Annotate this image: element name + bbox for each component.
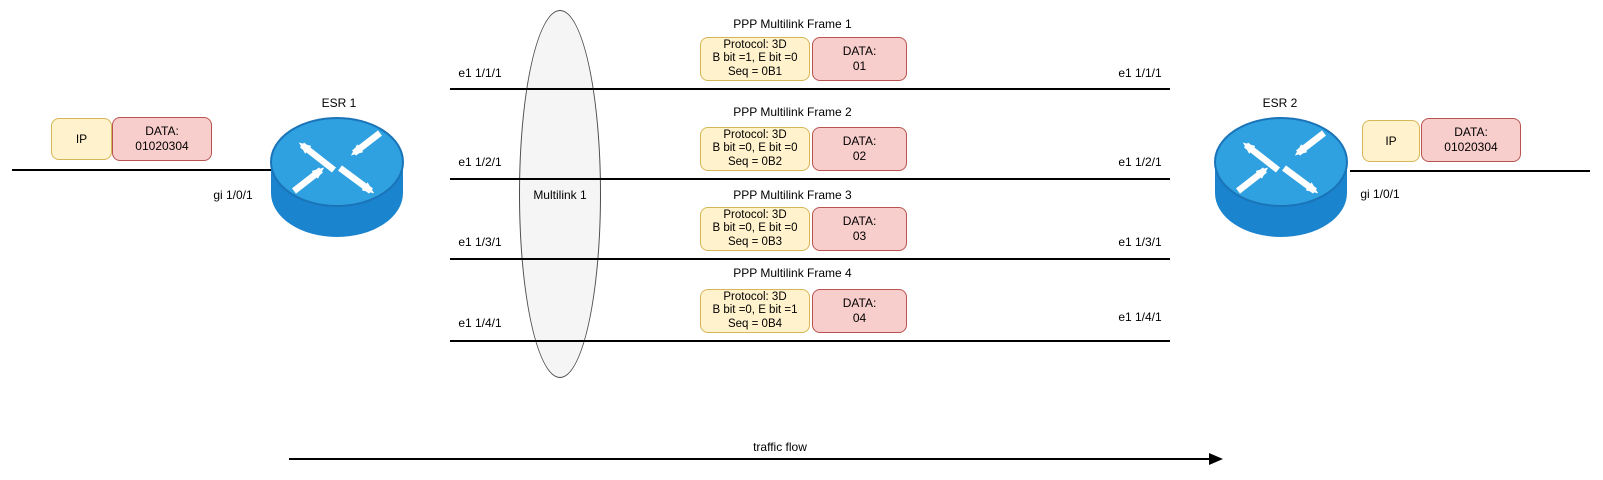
frame1-proto-line2: B bit =1, E bit =0 xyxy=(712,52,798,65)
frame3-proto-line2: B bit =0, E bit =0 xyxy=(712,222,798,235)
esr2-label: ESR 2 xyxy=(1262,96,1298,110)
right-port-label-4: e1 1/4/1 xyxy=(1118,310,1162,324)
frame2-data-line2: 02 xyxy=(852,149,867,163)
frame-title-4: PPP Multilink Frame 4 xyxy=(733,266,852,280)
right-access-line xyxy=(1350,170,1590,172)
frame-protocol-box-4: Protocol: 3D B bit =0, E bit =1 Seq = 0B… xyxy=(700,289,810,333)
right-ip-data-line1: DATA: xyxy=(1454,125,1488,139)
frame2-proto-line2: B bit =0, E bit =0 xyxy=(712,142,798,155)
frame-protocol-box-2: Protocol: 3D B bit =0, E bit =0 Seq = 0B… xyxy=(700,127,810,171)
left-access-line xyxy=(12,169,272,171)
frame3-data-line2: 03 xyxy=(852,229,867,243)
left-ip-data-line2: 01020304 xyxy=(135,139,189,153)
frame4-data-line2: 04 xyxy=(852,311,867,325)
frame2-data-line1: DATA: xyxy=(842,134,877,148)
frame1-data-line2: 01 xyxy=(852,59,867,73)
frame-title-3: PPP Multilink Frame 3 xyxy=(733,188,852,202)
left-ip-header-box: IP xyxy=(51,118,112,160)
left-port-label-2: e1 1/2/1 xyxy=(458,155,502,169)
left-ip-data-line1: DATA: xyxy=(145,124,179,138)
right-ip-header-label: IP xyxy=(1385,133,1397,148)
right-port-label-1: e1 1/1/1 xyxy=(1118,66,1162,80)
frame1-data-line1: DATA: xyxy=(842,44,877,58)
traffic-flow-arrowhead-icon xyxy=(1209,453,1223,465)
frame4-proto-line1: Protocol: 3D xyxy=(723,290,787,303)
router-icon-esr1 xyxy=(270,117,404,237)
frame4-proto-line3: Seq = 0B4 xyxy=(727,317,783,330)
left-port-label-4: e1 1/4/1 xyxy=(458,316,502,330)
frame-data-box-2: DATA: 02 xyxy=(812,127,907,171)
right-port-label-2: e1 1/2/1 xyxy=(1118,155,1162,169)
member-link-line-4 xyxy=(450,340,1170,342)
frame4-data-line1: DATA: xyxy=(842,296,877,310)
frame-protocol-box-1: Protocol: 3D B bit =1, E bit =0 Seq = 0B… xyxy=(700,37,810,81)
esr1-label: ESR 1 xyxy=(321,96,357,110)
multilink-bundle-ellipse xyxy=(519,10,601,378)
member-link-line-1 xyxy=(450,88,1170,90)
right-port-label-3: e1 1/3/1 xyxy=(1118,235,1162,249)
left-port-label-3: e1 1/3/1 xyxy=(458,235,502,249)
frame-data-box-3: DATA: 03 xyxy=(812,207,907,251)
right-gi-interface-label: gi 1/0/1 xyxy=(1360,187,1400,201)
frame1-proto-line3: Seq = 0B1 xyxy=(727,65,783,78)
frame-title-1: PPP Multilink Frame 1 xyxy=(733,17,852,31)
frame-protocol-box-3: Protocol: 3D B bit =0, E bit =0 Seq = 0B… xyxy=(700,207,810,251)
right-ip-data-box: DATA: 01020304 xyxy=(1421,118,1521,162)
traffic-flow-line xyxy=(289,458,1210,460)
router-icon-esr2 xyxy=(1214,117,1348,237)
frame1-proto-line1: Protocol: 3D xyxy=(723,38,787,51)
frame2-proto-line1: Protocol: 3D xyxy=(723,128,787,141)
frame3-data-line1: DATA: xyxy=(842,214,877,228)
frame-title-2: PPP Multilink Frame 2 xyxy=(733,105,852,119)
member-link-line-2 xyxy=(450,178,1170,180)
right-ip-data-line2: 01020304 xyxy=(1444,140,1498,154)
frame4-proto-line2: B bit =0, E bit =1 xyxy=(712,304,798,317)
left-ip-header-label: IP xyxy=(75,131,88,146)
frame3-proto-line1: Protocol: 3D xyxy=(723,208,787,221)
left-port-label-1: e1 1/1/1 xyxy=(458,66,502,80)
member-link-line-3 xyxy=(450,258,1170,260)
frame2-proto-line3: Seq = 0B2 xyxy=(727,155,783,168)
frame-data-box-4: DATA: 04 xyxy=(812,289,907,333)
frame3-proto-line3: Seq = 0B3 xyxy=(727,235,783,248)
left-gi-interface-label: gi 1/0/1 xyxy=(213,188,253,202)
traffic-flow-label: traffic flow xyxy=(753,440,807,454)
left-ip-data-box: DATA: 01020304 xyxy=(112,117,212,161)
frame-data-box-1: DATA: 01 xyxy=(812,37,907,81)
multilink-label: Multilink 1 xyxy=(533,188,587,202)
right-ip-header-box: IP xyxy=(1362,120,1420,162)
